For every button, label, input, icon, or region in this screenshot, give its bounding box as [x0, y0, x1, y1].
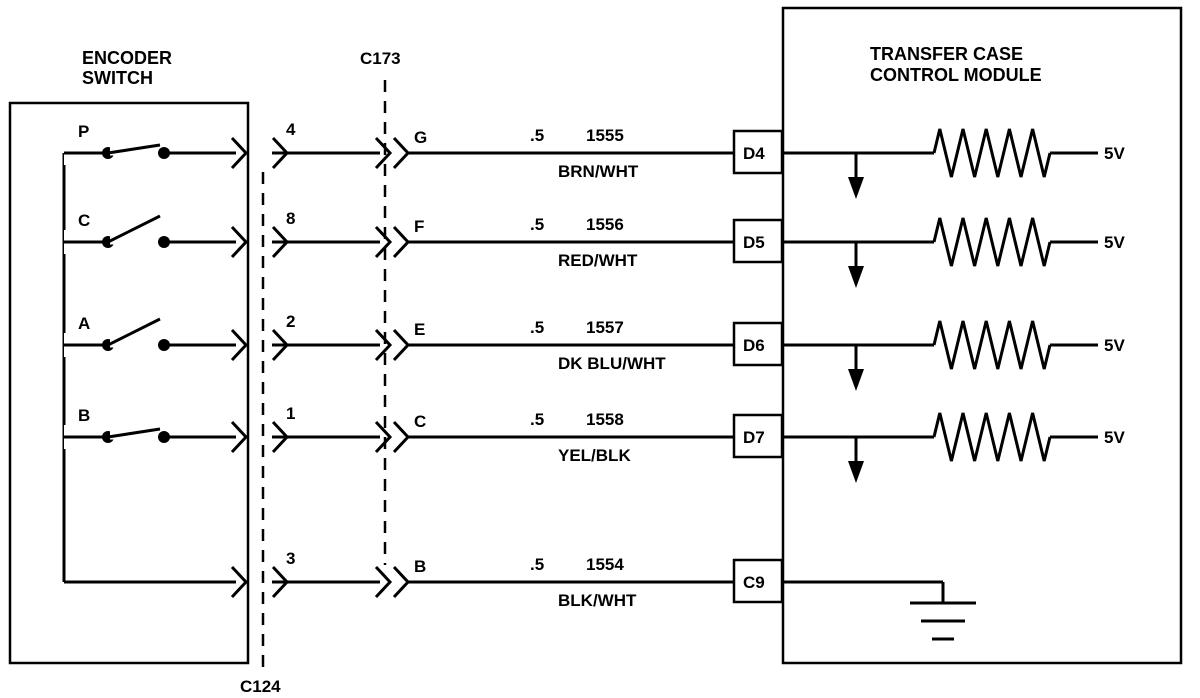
circuit-3-switch-mask: [110, 331, 164, 345]
module-title-line1: TRANSFER CASE: [870, 44, 1023, 64]
circuit-1-switch-contact-right-icon: [158, 147, 170, 159]
circuit-5-c173-female-icon: [392, 565, 411, 599]
circuit-3-sense-arrow-icon: [848, 369, 864, 391]
circuit-3-c173-female-icon: [392, 328, 411, 362]
circuit-5-gauge: .5: [530, 555, 544, 574]
circuit-5-c173-male-icon: [374, 565, 393, 599]
circuit-1-circuit-number: 1555: [586, 126, 624, 145]
circuit-1-switch-blade-icon: [107, 143, 161, 155]
circuit-5-module-pin: C9: [743, 573, 765, 592]
circuit-2-c124-pin: 8: [286, 209, 295, 228]
circuit-3-pullup-resistor-icon: [932, 320, 1052, 370]
circuit-3-circuit-number: 1557: [586, 318, 624, 337]
circuit-4-c173-male-icon: [374, 420, 393, 454]
circuit-2-c173-male-icon: [374, 225, 393, 259]
circuit-2-switch-mask: [110, 228, 164, 242]
circuit-1-switch-terminal-icon: [230, 136, 249, 170]
ground-icon: [910, 588, 976, 641]
encoder-switch-title-line1: ENCODER: [82, 48, 172, 68]
circuit-2-row: [64, 214, 1098, 288]
circuit-3-gauge: .5: [530, 318, 544, 337]
circuit-3-switch-label: A: [78, 314, 90, 333]
circuit-5-c124-terminal-icon: [271, 565, 290, 599]
circuit-4-switch-blade-icon: [107, 427, 161, 439]
circuit-3-c124-pin: 2: [286, 312, 295, 331]
circuit-2-sense-arrow-icon: [848, 266, 864, 288]
encoder-switch-box: [8, 101, 250, 665]
circuit-4-switch-contact-right-icon: [158, 431, 170, 443]
circuit-4-pullup-resistor-icon: [932, 412, 1052, 462]
circuit-2-c173-pin: F: [414, 217, 424, 236]
circuit-5-circuit-number: 1554: [586, 555, 624, 574]
circuit-2-switch-contact-right-icon: [158, 236, 170, 248]
circuit-4-c124-terminal-icon: [271, 420, 290, 454]
circuit-1-pullup-voltage: 5V: [1104, 144, 1125, 163]
circuit-2-pullup-resistor-icon: [932, 217, 1052, 267]
circuit-3-switch-blade-icon: [107, 317, 161, 347]
circuit-2-c173-female-icon: [392, 225, 411, 259]
encoder-switch-title-line2: SWITCH: [82, 68, 153, 88]
circuit-4-module-pin: D7: [743, 428, 765, 447]
circuit-3-switch-terminal-icon: [230, 328, 249, 362]
circuit-2-pullup-voltage: 5V: [1104, 233, 1125, 252]
circuit-4-wire-color: YEL/BLK: [558, 446, 631, 465]
circuit-3-module-pin: D6: [743, 336, 765, 355]
c124-label: C124: [240, 677, 281, 696]
circuit-1-sense-arrow-icon: [848, 177, 864, 199]
circuit-2-switch-label: C: [78, 211, 90, 230]
circuit-1-c173-female-icon: [392, 136, 411, 170]
circuit-1-wire-color: BRN/WHT: [558, 162, 639, 181]
circuit-5-row: [64, 558, 945, 604]
circuit-2-module-pin: D5: [743, 233, 765, 252]
circuit-2-gauge: .5: [530, 215, 544, 234]
circuit-5-c173-pin: B: [414, 557, 426, 576]
circuit-3-c173-pin: E: [414, 320, 425, 339]
circuit-4-switch-terminal-icon: [230, 420, 249, 454]
circuit-2-circuit-number: 1556: [586, 215, 624, 234]
circuit-5-switch-terminal-icon: [230, 565, 249, 599]
circuit-4-pullup-voltage: 5V: [1104, 428, 1125, 447]
module-title-line2: CONTROL MODULE: [870, 65, 1042, 85]
circuit-3-wire-color: DK BLU/WHT: [558, 354, 666, 373]
circuit-4-c173-pin: C: [414, 412, 426, 431]
circuit-5-c124-pin: 3: [286, 549, 295, 568]
c173-label: C173: [360, 49, 401, 68]
circuit-1-c173-pin: G: [414, 128, 427, 147]
circuit-4-gauge: .5: [530, 410, 544, 429]
circuit-2-switch-terminal-icon: [230, 225, 249, 259]
circuit-3-switch-contact-right-icon: [158, 339, 170, 351]
circuit-1-c124-terminal-icon: [271, 136, 290, 170]
circuit-4-switch-label: B: [78, 406, 90, 425]
circuit-1-switch-label: P: [78, 122, 89, 141]
circuit-1-module-pin: D4: [743, 144, 765, 163]
circuit-4-circuit-number: 1558: [586, 410, 624, 429]
circuit-1-c124-pin: 4: [286, 120, 296, 139]
circuit-1-pullup-resistor-icon: [932, 128, 1052, 178]
circuit-3-pullup-voltage: 5V: [1104, 336, 1125, 355]
circuit-5-wire-color: BLK/WHT: [558, 591, 637, 610]
circuit-3-c124-terminal-icon: [271, 328, 290, 362]
circuit-1-row: [64, 128, 1098, 199]
circuit-3-c173-male-icon: [374, 328, 393, 362]
circuit-1-gauge: .5: [530, 126, 544, 145]
circuit-4-c173-female-icon: [392, 420, 411, 454]
circuit-2-switch-blade-icon: [107, 214, 161, 244]
circuit-3-row: [64, 317, 1098, 391]
circuit-4-c124-pin: 1: [286, 404, 295, 423]
circuit-4-row: [64, 412, 1098, 483]
circuit-4-sense-arrow-icon: [848, 461, 864, 483]
circuit-2-wire-color: RED/WHT: [558, 251, 638, 270]
circuit-2-c124-terminal-icon: [271, 225, 290, 259]
circuit-1-c173-male-icon: [374, 136, 393, 170]
